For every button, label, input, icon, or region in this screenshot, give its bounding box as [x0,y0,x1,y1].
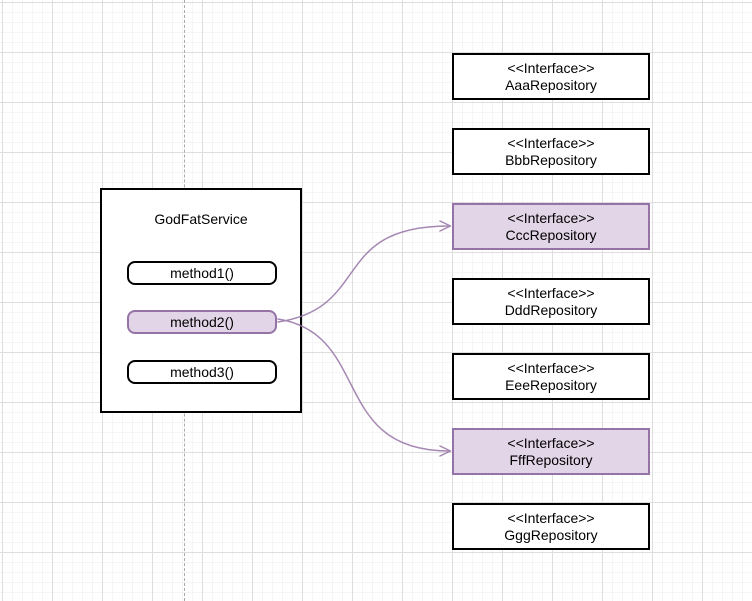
stereotype-label: <<Interface>> [507,209,595,226]
interface-box-fffrepository[interactable]: <<Interface>> FffRepository [452,428,650,475]
stereotype-label: <<Interface>> [507,359,595,376]
interface-box-gggrepository[interactable]: <<Interface>> GggRepository [452,503,650,550]
interface-name: EeeRepository [505,376,597,393]
interface-name: FffRepository [509,451,593,468]
stereotype-label: <<Interface>> [507,134,595,151]
interface-name: AaaRepository [505,76,597,93]
interface-box-cccrepository[interactable]: <<Interface>> CccRepository [452,203,650,250]
class-title: GodFatService [154,211,248,227]
method3-node[interactable]: method3() [127,360,277,384]
interface-name: GggRepository [504,526,598,543]
class-box-godfatservice[interactable]: GodFatService method1() method2() method… [100,188,302,413]
stereotype-label: <<Interface>> [507,509,595,526]
interface-box-aaarepository[interactable]: <<Interface>> AaaRepository [452,53,650,100]
interface-name: BbbRepository [505,151,597,168]
method1-node[interactable]: method1() [127,261,277,285]
arrowhead-cccrepository-icon [439,220,452,232]
method1-label: method1() [170,265,234,281]
interface-box-dddrepository[interactable]: <<Interface>> DddRepository [452,278,650,325]
method2-label: method2() [170,314,234,330]
stereotype-label: <<Interface>> [507,284,595,301]
arrow-method2-to-cccrepository[interactable] [277,225,450,323]
arrowhead-fffrepository-icon [439,445,452,457]
method3-label: method3() [170,364,234,380]
stereotype-label: <<Interface>> [507,59,595,76]
interface-name: DddRepository [504,301,598,318]
method2-node[interactable]: method2() [127,310,277,334]
stereotype-label: <<Interface>> [507,434,595,451]
interface-name: CccRepository [505,226,597,243]
interface-box-eeerepository[interactable]: <<Interface>> EeeRepository [452,353,650,400]
arrow-method2-to-fffrepository[interactable] [277,318,450,452]
interface-box-bbbrepository[interactable]: <<Interface>> BbbRepository [452,128,650,175]
